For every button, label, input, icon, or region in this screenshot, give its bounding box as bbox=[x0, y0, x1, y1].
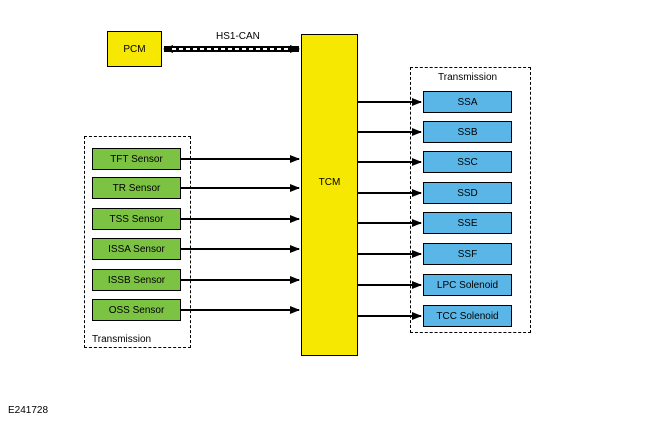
ssd-solenoid: SSD bbox=[423, 182, 512, 204]
ssc-solenoid: SSC bbox=[423, 151, 512, 173]
input-group-label: Transmission bbox=[92, 334, 152, 345]
input-transmission-group bbox=[84, 136, 191, 348]
pcm-label: PCM bbox=[123, 43, 146, 55]
issb-sensor: ISSB Sensor bbox=[92, 269, 181, 291]
tr-sensor: TR Sensor bbox=[92, 177, 181, 199]
ssf-solenoid: SSF bbox=[423, 243, 512, 265]
figure-id: E241728 bbox=[8, 405, 49, 416]
ssa-solenoid: SSA bbox=[423, 91, 512, 113]
ssb-solenoid: SSB bbox=[423, 121, 512, 143]
output-transmission-group bbox=[410, 67, 531, 333]
output-group-label: Transmission bbox=[438, 72, 498, 83]
tft-sensor: TFT Sensor bbox=[92, 148, 181, 170]
tss-sensor: TSS Sensor bbox=[92, 208, 181, 230]
tcc-solenoid: TCC Solenoid bbox=[423, 305, 512, 327]
oss-sensor: OSS Sensor bbox=[92, 299, 181, 321]
tcm-module: TCM bbox=[301, 34, 358, 356]
hs1-can-label: HS1-CAN bbox=[216, 31, 260, 42]
sensor-arrows bbox=[181, 155, 300, 314]
lpc-solenoid: LPC Solenoid bbox=[423, 274, 512, 296]
pcm-module: PCM bbox=[107, 31, 162, 67]
tcm-label: TCM bbox=[318, 177, 341, 188]
sse-solenoid: SSE bbox=[423, 212, 512, 234]
issa-sensor: ISSA Sensor bbox=[92, 238, 181, 260]
